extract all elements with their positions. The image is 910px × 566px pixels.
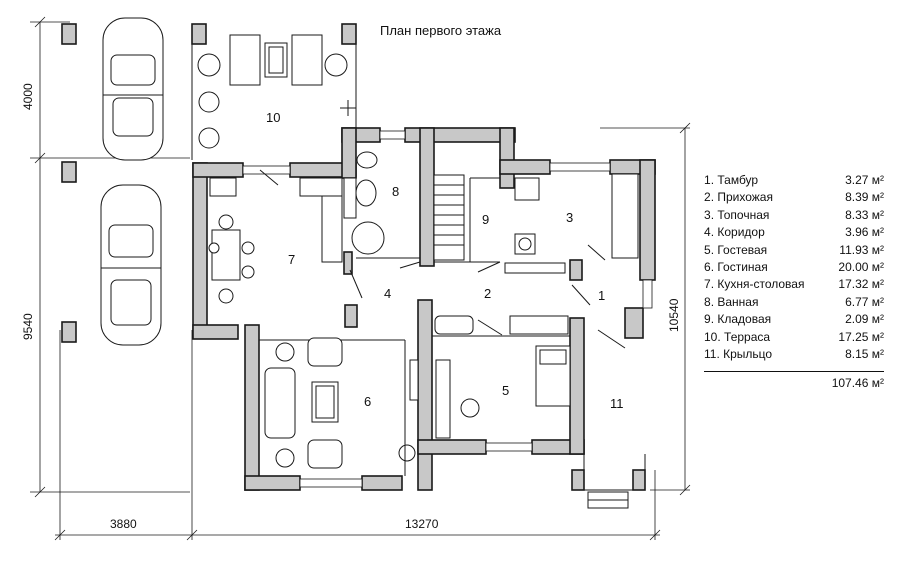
kitchen-furniture [208, 177, 343, 304]
dim-left-top: 4000 [21, 83, 35, 110]
room-label-8: 8 [392, 184, 399, 199]
dim-right: 10540 [667, 298, 681, 332]
walls [192, 127, 656, 491]
legend-row: 8. Ванная 6.77 м² [704, 294, 884, 309]
guest-furniture [434, 315, 571, 439]
legend-row: 7. Кухня-столовая 17.32 м² [704, 277, 884, 292]
room-legend: 1. Тамбур 3.27 м² 2. Прихожая 8.39 м² 3.… [704, 172, 884, 390]
boiler-equipment [504, 173, 639, 274]
room-label-1: 1 [598, 288, 605, 303]
legend-row: 9. Кладовая 2.09 м² [704, 312, 884, 327]
room-label-5: 5 [502, 383, 509, 398]
bathroom-furniture [343, 151, 385, 255]
room-label-7: 7 [288, 252, 295, 267]
doors [259, 169, 646, 491]
plant-icons [197, 53, 416, 462]
room-label-6: 6 [364, 394, 371, 409]
plan-title: План первого этажа [380, 23, 502, 38]
dim-bottom-right: 13270 [405, 517, 439, 531]
car-top [102, 17, 164, 161]
legend-divider [704, 371, 884, 373]
room-label-11: 11 [610, 396, 624, 411]
terrace [191, 34, 357, 160]
room-label-4: 4 [384, 286, 391, 301]
porch-steps [587, 491, 629, 509]
legend-row: 3. Топочная 8.33 м² [704, 207, 884, 222]
staircase [433, 174, 500, 262]
legend-row: 1. Тамбур 3.27 м² [704, 173, 884, 187]
legend-total: 107.46 м² [831, 376, 884, 391]
legend-row: 4. Коридор 3.96 м² [704, 225, 884, 240]
columns [61, 23, 646, 491]
living-furniture [264, 337, 419, 469]
car-bottom [100, 184, 162, 346]
legend-row: 10. Терраса 17.25 м² [704, 329, 884, 344]
legend-row: 6. Гостиная 20.00 м² [704, 259, 884, 274]
room-label-10: 10 [266, 110, 280, 125]
room-label-3: 3 [566, 210, 573, 225]
dim-left-bottom: 9540 [21, 313, 35, 340]
legend-row: 5. Гостевая 11.93 м² [704, 242, 884, 257]
dimension-lines [30, 16, 691, 541]
dim-bottom-left: 3880 [110, 517, 137, 531]
legend-row: 11. Крыльцо 8.15 м² [704, 346, 884, 361]
windows [242, 130, 653, 488]
room-label-9: 9 [482, 212, 489, 227]
room-label-2: 2 [484, 286, 491, 301]
legend-row: 2. Прихожая 8.39 м² [704, 190, 884, 205]
